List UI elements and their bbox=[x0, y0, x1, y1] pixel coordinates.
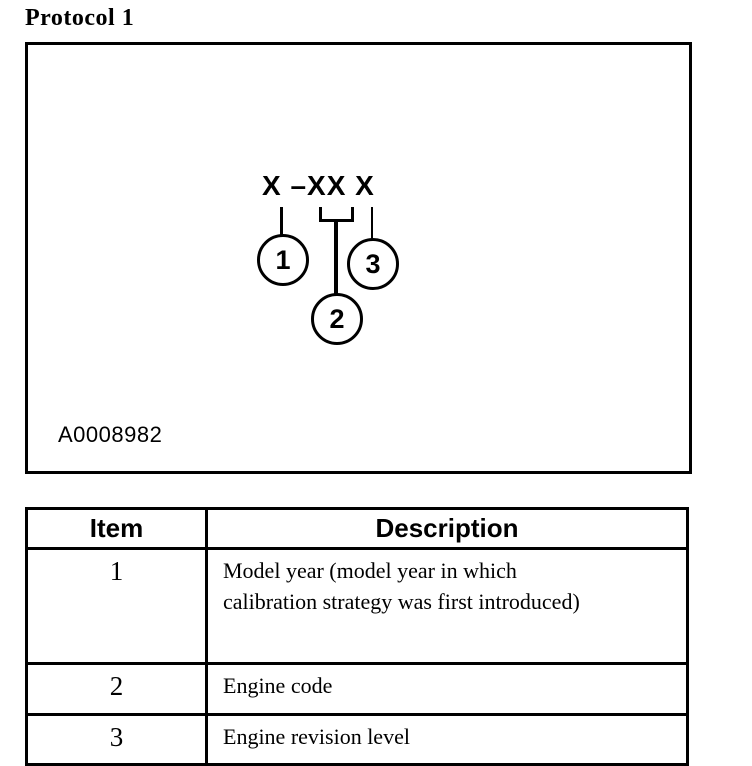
description-text: Engine revision level bbox=[223, 724, 410, 749]
description-cell: Engine code bbox=[205, 662, 689, 716]
item-cell: 2 bbox=[25, 662, 208, 716]
callout-circle-3: 3 bbox=[347, 238, 399, 290]
callout-number-3: 3 bbox=[365, 248, 381, 279]
description-text: Engine code bbox=[223, 673, 333, 698]
table-header-row: Item Description bbox=[25, 507, 689, 550]
table-row: 3 Engine revision level bbox=[25, 713, 689, 766]
callout-2-leader-line bbox=[334, 221, 338, 294]
bracket-horizontal-line bbox=[319, 219, 354, 222]
item-cell: 1 bbox=[25, 547, 208, 665]
table-header-description: Description bbox=[205, 507, 689, 550]
callout-circle-1: 1 bbox=[257, 234, 309, 286]
figure-box: X –XX X 1 2 3 A0008982 bbox=[25, 42, 692, 474]
item-cell: 3 bbox=[25, 713, 208, 766]
bracket-left-line bbox=[319, 207, 322, 222]
description-cell: Engine revision level bbox=[205, 713, 689, 766]
items-table: Item Description 1 Model year (model yea… bbox=[25, 507, 689, 766]
figure-id-label: A0008982 bbox=[58, 422, 163, 447]
callout-1-leader-line bbox=[280, 207, 283, 235]
callout-number-2: 2 bbox=[329, 303, 345, 334]
table-header-item: Item bbox=[25, 507, 208, 550]
description-text: Model year (model year in which calibrat… bbox=[223, 558, 580, 614]
code-pattern-text: X –XX X bbox=[262, 170, 375, 201]
callout-3-leader-line bbox=[371, 207, 373, 240]
callout-circle-2: 2 bbox=[311, 293, 363, 345]
callout-number-1: 1 bbox=[275, 244, 291, 275]
table-row: 1 Model year (model year in which calibr… bbox=[25, 547, 689, 665]
description-cell: Model year (model year in which calibrat… bbox=[205, 547, 689, 665]
bracket-right-line bbox=[351, 207, 354, 222]
page-title: Protocol 1 bbox=[25, 5, 135, 31]
table-row: 2 Engine code bbox=[25, 662, 689, 716]
